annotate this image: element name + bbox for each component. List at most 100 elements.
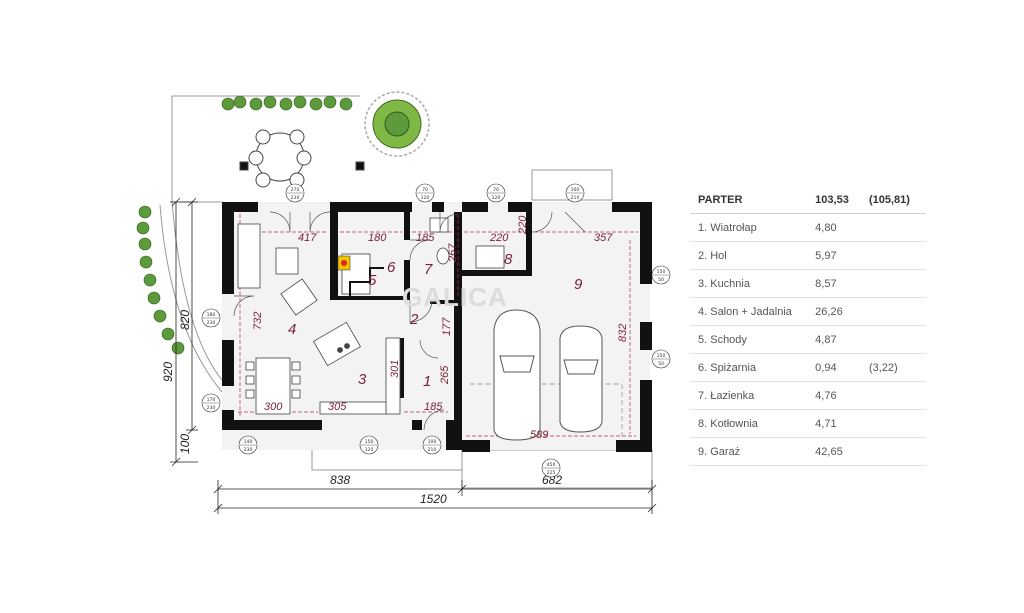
svg-text:180: 180 <box>207 312 216 318</box>
room-number-8: 8 <box>504 251 513 268</box>
room-name: 1. Wiatrołap <box>690 213 808 242</box>
dim-832: 832 <box>617 324 629 342</box>
room-number-2: 2 <box>409 311 419 328</box>
room-area-extra <box>860 381 926 410</box>
walls <box>222 202 652 452</box>
hedge-top <box>221 95 353 111</box>
room-area: 4,71 <box>807 409 861 438</box>
dim-220b: 220 <box>517 215 529 235</box>
room-area: 4,80 <box>807 213 861 242</box>
room-number-9: 9 <box>574 276 583 293</box>
room-area: 4,87 <box>807 325 861 354</box>
outer-dimensions: 838 682 1520 920 820 100 <box>161 310 562 506</box>
room-name: 6. Spiżarnia <box>690 353 808 382</box>
terrace-table <box>239 129 365 188</box>
header-label: PARTER <box>690 186 808 214</box>
outer-dimension-lines <box>170 197 657 514</box>
room-name: 3. Kuchnia <box>690 269 808 298</box>
watermark: GALICA <box>402 282 508 312</box>
room-area: 0,94 <box>807 353 861 382</box>
room-area: 42,65 <box>807 437 861 466</box>
room-name: 7. Łazienka <box>690 381 808 410</box>
svg-text:450: 450 <box>547 462 556 468</box>
svg-text:140: 140 <box>244 439 253 445</box>
inner-dimensions: 417 180 185 220 220 357 267 732 832 301 … <box>252 215 629 441</box>
dim-185a: 185 <box>416 232 435 244</box>
tree <box>364 91 430 157</box>
room-area-extra <box>860 409 926 438</box>
dim-838: 838 <box>330 473 350 487</box>
room-area-extra <box>860 325 926 354</box>
dim-305: 305 <box>328 401 347 413</box>
room-number-7: 7 <box>424 261 433 278</box>
svg-text:70: 70 <box>493 187 499 193</box>
svg-text:230: 230 <box>291 195 300 201</box>
dim-100: 100 <box>178 434 192 454</box>
dim-1520: 1520 <box>420 492 447 506</box>
dim-301: 301 <box>389 360 401 378</box>
stairs-boiler-symbol <box>337 255 384 296</box>
hedge-curved <box>136 205 185 355</box>
room-name: 4. Salon + Jadalnia <box>690 297 808 326</box>
svg-text:230: 230 <box>244 447 253 453</box>
room-area: 5,97 <box>807 241 861 270</box>
dim-180: 180 <box>368 232 387 244</box>
dim-267: 267 <box>447 243 459 263</box>
dim-177: 177 <box>441 317 453 336</box>
room-number-1: 1 <box>423 373 431 390</box>
room-area: 8,57 <box>807 269 861 298</box>
svg-text:150: 150 <box>657 269 666 275</box>
room-number-5: 5 <box>368 272 377 289</box>
dim-220a: 220 <box>489 232 509 244</box>
room-area-extra: (3,22) <box>860 353 926 382</box>
furniture <box>237 217 505 415</box>
svg-text:120: 120 <box>365 447 374 453</box>
room-number-6: 6 <box>387 259 396 276</box>
svg-text:210: 210 <box>571 195 580 201</box>
room-name: 5. Schody <box>690 325 808 354</box>
svg-text:100: 100 <box>428 439 437 445</box>
room-name: 8. Kotłownia <box>690 409 808 438</box>
room-number-4: 4 <box>288 321 296 338</box>
svg-text:120: 120 <box>492 195 501 201</box>
dim-732: 732 <box>252 312 264 330</box>
header-area: 103,53 <box>807 186 861 214</box>
svg-text:70: 70 <box>422 187 428 193</box>
dim-417: 417 <box>298 232 317 244</box>
room-area: 4,76 <box>807 381 861 410</box>
room-area-extra <box>860 213 926 242</box>
svg-text:120: 120 <box>421 195 430 201</box>
svg-text:50: 50 <box>658 361 664 367</box>
room-area-extra <box>860 297 926 326</box>
dim-682: 682 <box>542 473 562 487</box>
dim-265: 265 <box>439 365 451 385</box>
room-area: 26,26 <box>807 297 861 326</box>
room-area-extra <box>860 241 926 270</box>
floor-plan: GALICA 1 2 3 4 5 6 7 8 9 417 180 185 220… <box>136 91 671 514</box>
svg-text:50: 50 <box>658 277 664 283</box>
room-area-extra <box>860 269 926 298</box>
dim-185b: 185 <box>424 401 443 413</box>
room-name: 9. Garaż <box>690 437 808 466</box>
doors <box>233 211 586 431</box>
svg-text:150: 150 <box>657 353 666 359</box>
dim-300: 300 <box>264 401 283 413</box>
